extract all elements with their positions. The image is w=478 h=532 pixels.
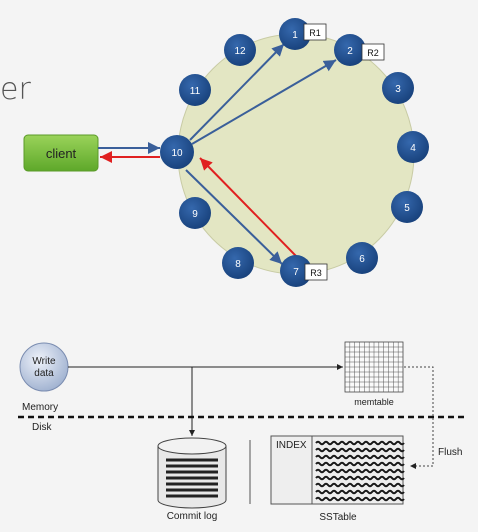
svg-text:5: 5 [404, 203, 410, 214]
ring-node-10-coordinator: 10 [160, 135, 194, 169]
svg-text:11: 11 [190, 86, 201, 97]
client-label: client [46, 146, 77, 161]
ring-node-9: 9 [179, 197, 211, 229]
flush-label: Flush [438, 447, 462, 458]
commit-log-label: Commit log [167, 511, 218, 522]
svg-text:R1: R1 [309, 28, 321, 38]
token-ring [177, 33, 415, 275]
commit-log-cylinder [157, 437, 227, 509]
ring-node-5: 5 [391, 191, 423, 223]
svg-text:1: 1 [292, 30, 298, 41]
svg-text:data: data [34, 368, 54, 379]
svg-text:4: 4 [410, 143, 416, 154]
ring-node-4: 4 [397, 131, 429, 163]
svg-text:6: 6 [359, 254, 365, 265]
ring-node-12: 12 [224, 34, 256, 66]
replica-tag-r3: R3 [304, 263, 328, 281]
slide-title-fragment: er [0, 72, 31, 107]
request-arrow-10-to-7 [185, 169, 283, 265]
sstable-index-label: INDEX [276, 440, 307, 451]
svg-text:9: 9 [192, 209, 198, 220]
ring-node-6: 6 [346, 242, 378, 274]
ring-node-11: 11 [179, 74, 211, 106]
ring-node-3: 3 [382, 72, 414, 104]
sstable-label: SSTable [319, 512, 357, 523]
svg-text:2: 2 [347, 46, 353, 57]
response-arrow-7-to-10 [199, 157, 297, 257]
disk-label: Disk [32, 422, 52, 433]
replica-tag-r2: R2 [361, 43, 385, 61]
svg-text:Write: Write [32, 356, 56, 367]
request-arrow-10-to-1 [189, 43, 285, 141]
svg-text:10: 10 [171, 148, 183, 159]
ring-node-8: 8 [222, 247, 254, 279]
client-box [23, 134, 99, 172]
ring-node-1: 1 [279, 18, 311, 50]
ring-node-2: 2 [334, 34, 366, 66]
svg-text:8: 8 [235, 259, 241, 270]
svg-text:R3: R3 [310, 268, 322, 278]
svg-text:3: 3 [395, 84, 401, 95]
svg-text:R2: R2 [367, 48, 379, 58]
memory-label: Memory [22, 402, 58, 413]
write-data-circle: Write data [19, 342, 69, 392]
request-arrow-10-to-2 [191, 59, 337, 145]
memtable-label: memtable [354, 397, 394, 407]
svg-text:7: 7 [293, 267, 299, 278]
ring-node-7: 7 [280, 255, 312, 287]
sstable-box [270, 435, 405, 505]
memtable-grid [344, 341, 404, 393]
svg-text:12: 12 [234, 46, 246, 57]
replica-tag-r1: R1 [303, 23, 327, 41]
